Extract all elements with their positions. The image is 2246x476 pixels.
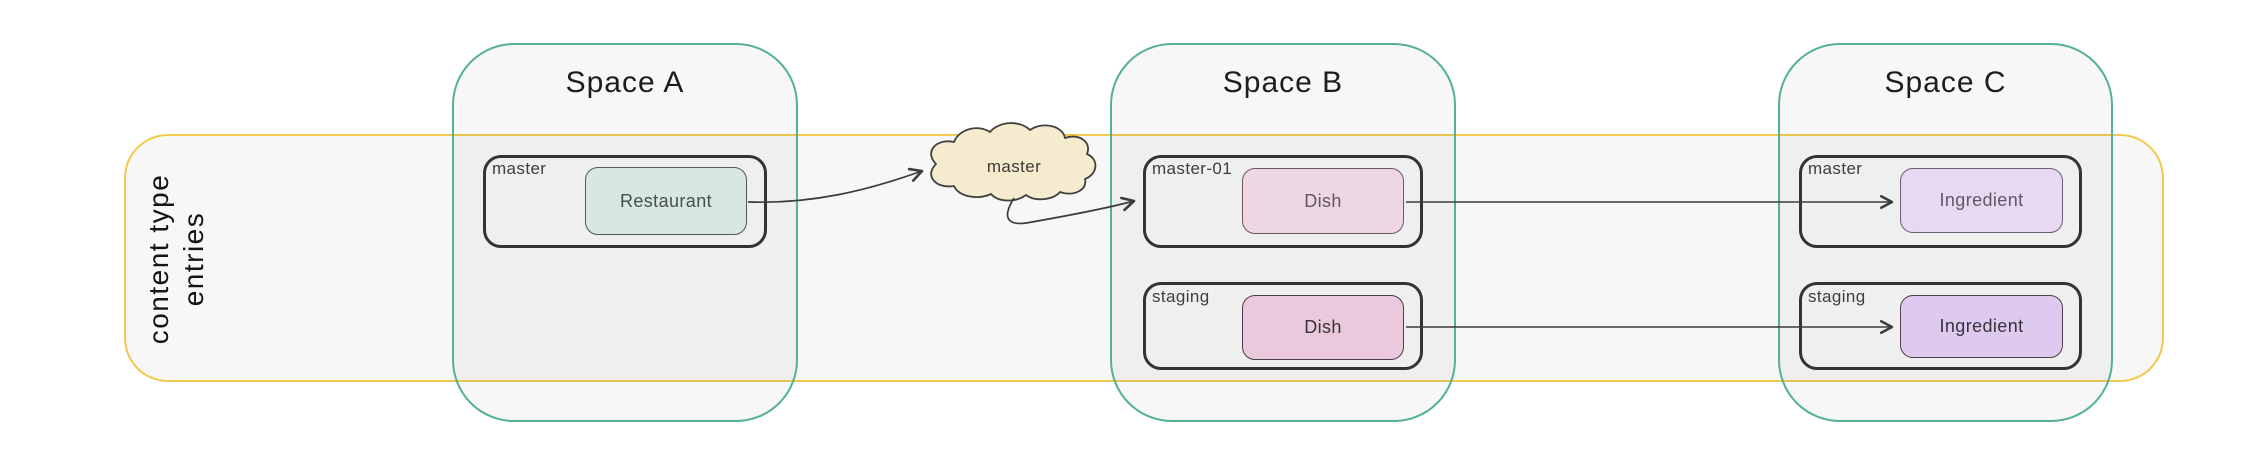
entry-ingredient-master: Ingredient [1900, 168, 2063, 233]
space-a-env-master-label: master [492, 159, 547, 178]
band-label: content type entries [141, 174, 211, 345]
space-c-env-staging-label: staging [1808, 287, 1866, 306]
space-c-env-master-label: master [1808, 159, 1863, 178]
space-b-title: Space B [1222, 66, 1344, 99]
space-b-env-staging-label: staging [1152, 287, 1210, 306]
master-cloud-label: master [986, 157, 1042, 176]
space-a-title: Space A [565, 66, 685, 99]
band-label-line-1: content type [143, 173, 174, 345]
space-c-env-staging [1799, 282, 2082, 370]
band-label-line-2: entries [178, 211, 209, 307]
entry-ingredient-staging: Ingredient [1900, 295, 2063, 358]
entry-restaurant: Restaurant [585, 167, 747, 235]
space-c-title: Space C [1884, 66, 2007, 99]
space-b-env-staging [1143, 282, 1423, 370]
space-b-env-master-01-label: master-01 [1152, 159, 1233, 178]
entry-dish-staging: Dish [1242, 295, 1404, 360]
entry-dish-master-01: Dish [1242, 168, 1404, 234]
